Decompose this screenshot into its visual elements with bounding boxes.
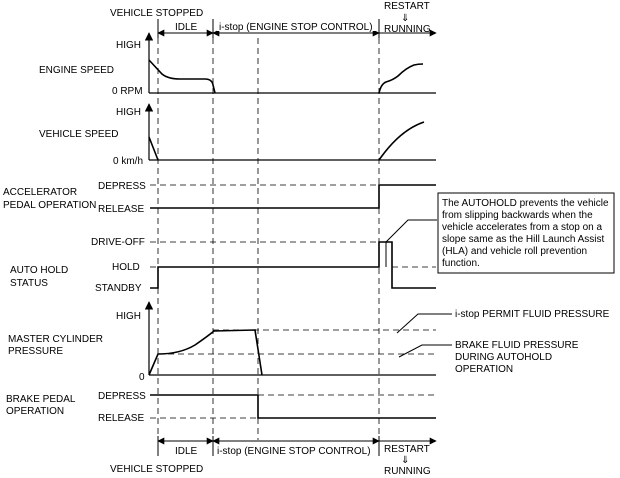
note-line-6: function. — [442, 258, 480, 269]
auto-hold-driveoff-label: DRIVE-OFF — [91, 237, 145, 248]
note-leader — [385, 219, 437, 243]
note-line-4: slope same as the Hill Launch Assist — [442, 234, 605, 245]
bottom-restart-arrow: ⇓ — [401, 455, 409, 466]
brake-fluid-leader — [398, 344, 452, 358]
top-running-label: RUNNING — [384, 24, 431, 35]
vehicle-speed-channel: VEHICLE SPEED HIGH 0 km/h — [39, 103, 436, 167]
auto-hold-channel: AUTO HOLD STATUS DRIVE-OFF HOLD STANDBY — [10, 237, 436, 294]
brake-pedal-depress-label: DEPRESS — [98, 391, 146, 402]
vehicle-speed-label: VEHICLE SPEED — [39, 129, 118, 140]
bottom-idle-label: IDLE — [175, 446, 198, 457]
accelerator-label-2: PEDAL OPERATION — [3, 200, 96, 211]
autohold-note: The AUTOHOLD prevents the vehicle from s… — [385, 192, 615, 274]
note-line-3: vehicle accelerates from a stop on a — [442, 222, 603, 233]
engine-speed-high: HIGH — [116, 40, 141, 51]
istop-permit-label: i-stop PERMIT FLUID PRESSURE — [455, 309, 610, 320]
brake-fluid-label-1: BRAKE FLUID PRESSURE — [455, 340, 579, 351]
auto-hold-label-2: STATUS — [10, 278, 48, 289]
master-cylinder-channel: MASTER CYLINDER PRESSURE HIGH 0 — [8, 301, 436, 383]
brake-pedal-label-1: BRAKE PEDAL — [6, 394, 76, 405]
brake-fluid-label-3: OPERATION — [455, 364, 513, 375]
accelerator-depress-label: DEPRESS — [98, 181, 146, 192]
master-cylinder-label-1: MASTER CYLINDER — [8, 334, 103, 345]
vehicle-speed-high: HIGH — [116, 107, 141, 118]
top-vehicle-stopped-label: VEHICLE STOPPED — [110, 8, 203, 19]
accelerator-label-1: ACCELERATOR — [3, 187, 77, 198]
bottom-istop-label: i-stop (ENGINE STOP CONTROL) — [217, 446, 371, 457]
bottom-vehicle-stopped-label: VEHICLE STOPPED — [110, 464, 203, 475]
auto-hold-label-1: AUTO HOLD — [10, 265, 68, 276]
auto-hold-hold-label: HOLD — [112, 262, 140, 273]
bottom-running-label: RUNNING — [384, 466, 431, 477]
auto-hold-trace — [150, 241, 436, 289]
master-cylinder-zero: 0 — [139, 372, 145, 383]
engine-speed-channel: ENGINE SPEED HIGH 0 RPM — [39, 32, 436, 97]
engine-speed-trace-restart — [378, 63, 424, 94]
brake-fluid-label-2: DURING AUTOHOLD — [455, 352, 552, 363]
master-cylinder-label-2: PRESSURE — [8, 346, 63, 357]
top-idle-label: IDLE — [175, 22, 198, 33]
note-box — [437, 192, 615, 274]
istop-permit-leader — [396, 313, 452, 334]
auto-hold-standby-label: STANDBY — [95, 283, 142, 294]
accelerator-channel: ACCELERATOR PEDAL OPERATION DEPRESS RELE… — [3, 181, 436, 215]
engine-speed-zero: 0 RPM — [112, 86, 143, 97]
engine-speed-label: ENGINE SPEED — [39, 65, 114, 76]
accelerator-trace — [150, 184, 436, 209]
time-gridlines — [157, 38, 380, 440]
vehicle-speed-trace-restart — [378, 121, 425, 161]
top-timeline: VEHICLE STOPPED RESTART ⇓ RUNNING IDLE i… — [110, 1, 437, 38]
vehicle-speed-trace-stop — [148, 136, 159, 161]
master-cylinder-trace — [148, 329, 263, 376]
vehicle-speed-zero: 0 km/h — [113, 156, 143, 167]
engine-speed-trace-idle — [148, 59, 216, 94]
brake-pedal-channel: BRAKE PEDAL OPERATION DEPRESS RELEASE — [6, 391, 436, 424]
brake-pedal-trace — [150, 394, 436, 419]
bottom-timeline: IDLE i-stop (ENGINE STOP CONTROL) RESTAR… — [110, 436, 437, 477]
brake-pedal-label-2: OPERATION — [6, 406, 64, 417]
pressure-callouts: i-stop PERMIT FLUID PRESSURE BRAKE FLUID… — [396, 309, 610, 375]
top-restart-label: RESTART — [384, 1, 430, 12]
bottom-restart-label: RESTART — [384, 444, 430, 455]
accelerator-release-label: RELEASE — [98, 204, 144, 215]
note-line-2: from slipping backwards when the — [442, 210, 593, 221]
top-istop-label: i-stop (ENGINE STOP CONTROL) — [219, 22, 373, 33]
master-cylinder-high: HIGH — [116, 311, 141, 322]
brake-pedal-release-label: RELEASE — [98, 413, 144, 424]
top-restart-arrow: ⇓ — [401, 13, 409, 24]
note-line-5: (HLA) and vehicle roll prevention — [442, 246, 587, 257]
note-line-1: The AUTOHOLD prevents the vehicle — [442, 198, 609, 209]
